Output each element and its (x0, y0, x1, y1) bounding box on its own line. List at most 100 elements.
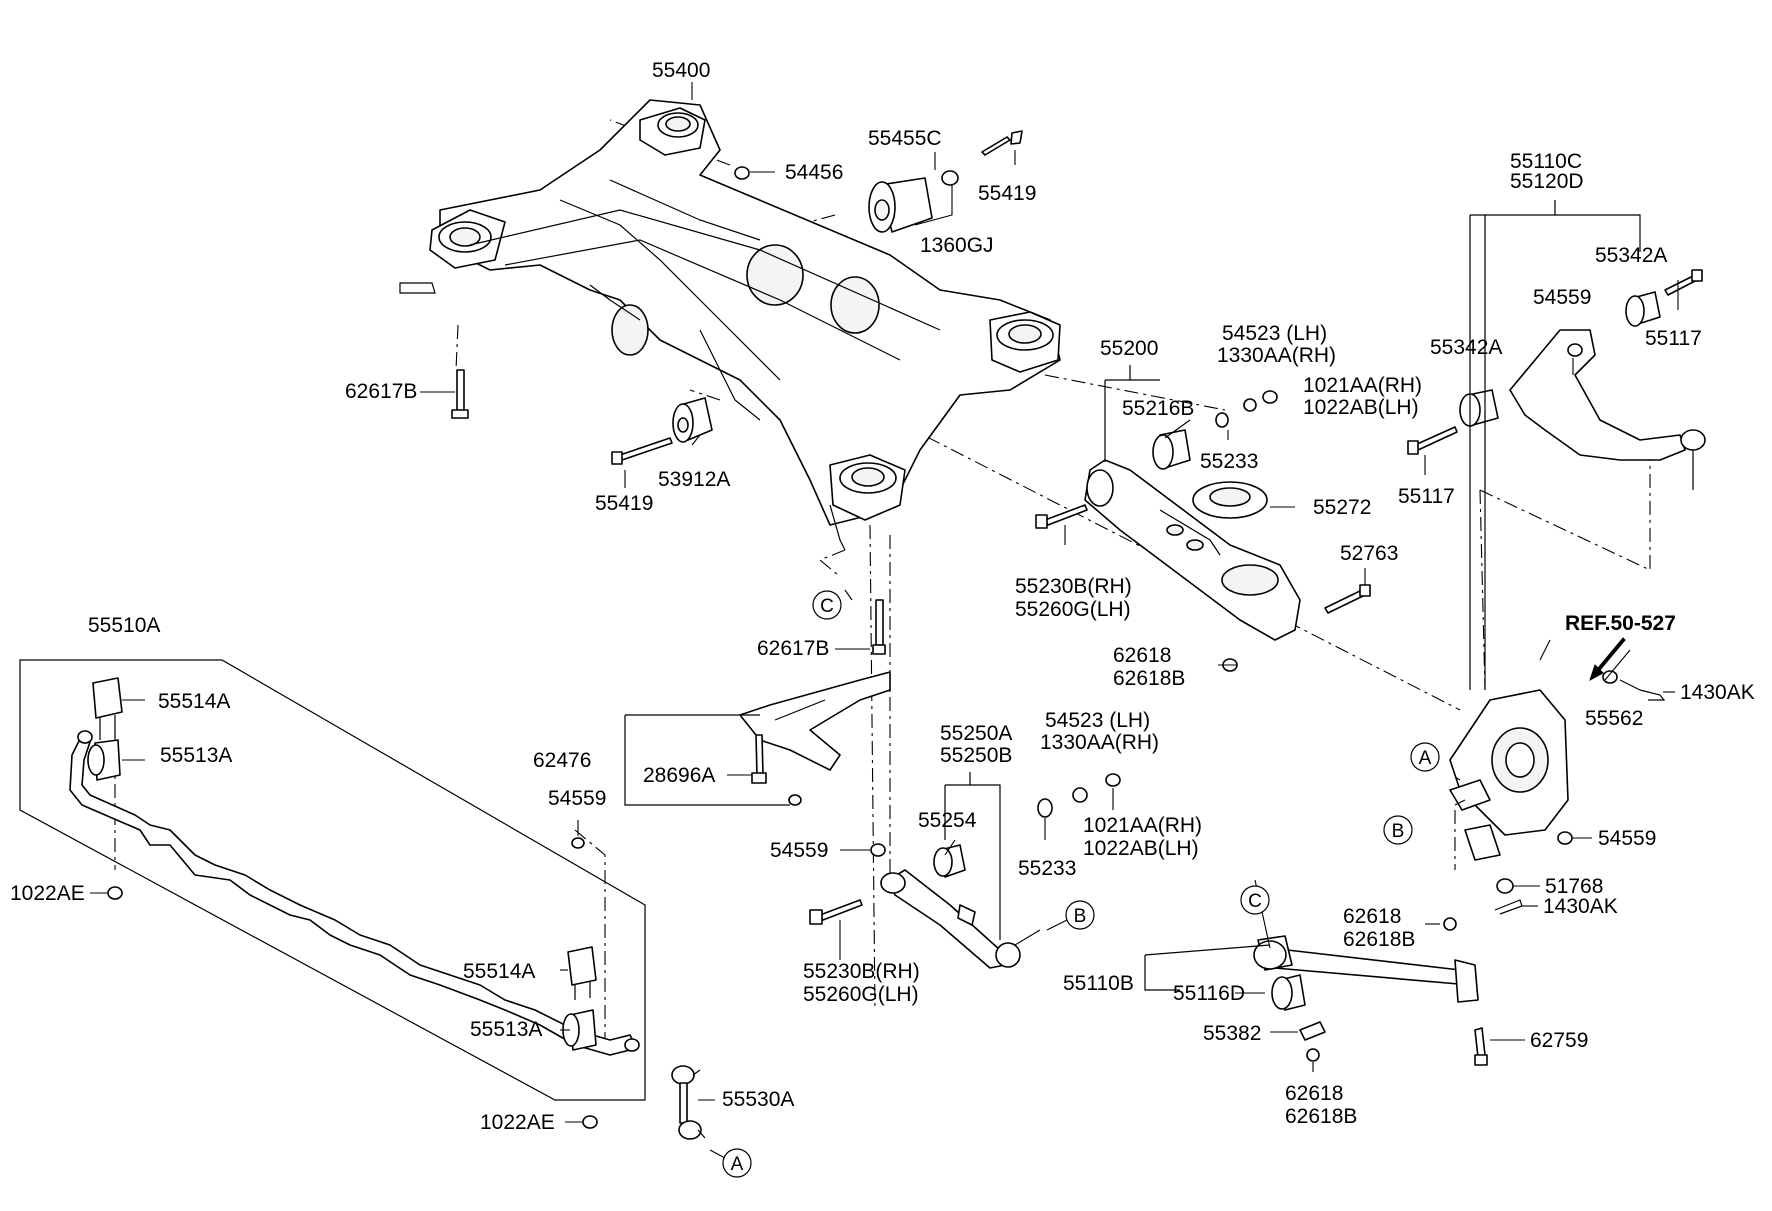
label-62617B-mid: 62617B (757, 637, 829, 660)
label-54456: 54456 (785, 161, 843, 184)
marker-a-knuckle: A (1410, 742, 1440, 772)
label-55120D: 55120D (1510, 170, 1584, 193)
bushing-55216B (1152, 429, 1191, 470)
label-1022AB-lh: 1022AB(LH) (1303, 396, 1419, 419)
label-55272: 55272 (1313, 496, 1371, 519)
nut-1021AA-top (1262, 390, 1278, 404)
label-62618-mid: 62618 (1113, 644, 1171, 667)
bushing-55342A-left (1459, 389, 1499, 427)
label-54559-bar: 54559 (548, 787, 606, 810)
label-28696A: 28696A (643, 764, 715, 787)
label-55117-left: 55117 (1398, 485, 1455, 508)
spring-seat-55272 (1192, 481, 1268, 519)
bushing-55116D (1271, 974, 1306, 1011)
label-55260G-lh-bot: 55260G(LH) (803, 983, 919, 1006)
arm-55250A (880, 869, 1021, 969)
label-54559-brace: 54559 (770, 839, 828, 862)
label-55342A-left: 55342A (1430, 336, 1502, 359)
nut-54456 (734, 166, 750, 180)
subframe-55400 (399, 99, 1061, 551)
washer-1360GJ (941, 170, 959, 186)
clamp-55514A-top (92, 677, 123, 740)
marker-c-arm-label: C (1248, 891, 1262, 912)
washer-55233-top (1215, 412, 1229, 428)
label-55342A-right: 55342A (1595, 244, 1667, 267)
lower-arm-55200 (1084, 459, 1301, 641)
label-55110B: 55110B (1063, 972, 1134, 995)
label-1022AE-left: 1022AE (10, 882, 85, 905)
label-1330AA-rh-2: 1330AA(RH) (1040, 731, 1159, 754)
label-62759: 62759 (1530, 1029, 1588, 1052)
label-1430AK-top: 1430AK (1680, 681, 1755, 704)
circle-markers: C C B B A A (709, 590, 1440, 1178)
label-55513A-top: 55513A (160, 744, 232, 767)
marker-c-subframe: C (812, 590, 842, 620)
box-55110B-group (1144, 944, 1271, 991)
label-1330AA-rh: 1330AA(RH) (1217, 344, 1336, 367)
part-icons (69, 130, 1706, 1140)
label-ref-50-527: REF.50-527 (1565, 612, 1676, 635)
nut-54559-top (1567, 343, 1583, 357)
label-55110C: 55110C (1510, 150, 1582, 173)
bolt-52763 (1324, 589, 1366, 614)
box-55110C-group (1469, 200, 1641, 690)
label-55510A: 55510A (88, 614, 160, 637)
label-55230B-rh-bot: 55230B(RH) (803, 960, 920, 983)
label-62618-low: 62618 (1343, 905, 1401, 928)
knuckle (1449, 689, 1569, 861)
label-55513A-bot: 55513A (470, 1018, 542, 1041)
marker-a-knuckle-label: A (1419, 748, 1432, 769)
nut-62618-bot (1306, 1048, 1320, 1062)
nut-54523-bot (1072, 787, 1088, 803)
bushing-55342A-right (1625, 291, 1661, 327)
label-54523-lh: 54523 (LH) (1222, 322, 1327, 345)
group-brackets (19, 200, 1641, 1101)
bracket-55382 (1299, 1021, 1326, 1041)
nut-1021AA-bot (1105, 773, 1121, 787)
label-62618-bot: 62618 (1285, 1082, 1343, 1105)
bolt-62759 (1474, 1027, 1486, 1058)
cotter-pin-1430AK-bottom (1494, 899, 1523, 915)
nut-54523-top (1243, 398, 1257, 412)
bushing-53912A (672, 397, 713, 443)
label-1022AB-lh-2: 1022AB(LH) (1083, 837, 1199, 860)
nut-54559-knuckle (1557, 831, 1573, 845)
bushing-55455C (868, 177, 933, 233)
label-55400: 55400 (652, 59, 710, 82)
marker-c-arm: C (1240, 885, 1270, 915)
nut-1022AE-left (107, 886, 123, 900)
leader-lines (90, 82, 1679, 1123)
label-62617B-left: 62617B (345, 380, 417, 403)
label-55233-top: 55233 (1200, 450, 1258, 473)
label-55562: 55562 (1585, 707, 1643, 730)
label-55230B-rh-top: 55230B(RH) (1015, 575, 1132, 598)
label-1430AK-bottom: 1430AK (1543, 895, 1618, 918)
marker-b-arm: B (1065, 900, 1095, 930)
label-1021AA-rh-2: 1021AA(RH) (1083, 814, 1202, 837)
bushing-55513A-top (87, 739, 121, 781)
marker-b-knuckle-label: B (1392, 821, 1405, 842)
stabilizer-bar-55510A (69, 730, 640, 1056)
label-55254: 55254 (918, 809, 977, 832)
box-55200-group (1104, 365, 1160, 462)
box-62476-group (624, 715, 790, 806)
nut-1022AE-bot (582, 1115, 598, 1129)
bolt-55419-top (981, 136, 1011, 156)
label-55200: 55200 (1100, 337, 1158, 360)
bolt-55230B-bot (819, 899, 863, 921)
label-1022AE-bot: 1022AE (480, 1111, 555, 1134)
nut-54559-brace (870, 843, 886, 857)
label-54523-lh-2: 54523 (LH) (1045, 709, 1150, 732)
arm-55110B (1253, 935, 1479, 1003)
label-55514A-top: 55514A (158, 690, 230, 713)
clamp-55514A-bot (567, 946, 597, 1000)
nut-55562 (1602, 670, 1618, 684)
bolt-55419-left (619, 437, 673, 461)
nut-51768 (1496, 878, 1514, 894)
label-55514A-bot: 55514A (463, 960, 535, 983)
label-55382: 55382 (1203, 1022, 1261, 1045)
label-62476: 62476 (533, 749, 591, 772)
label-55250A: 55250A (940, 722, 1012, 745)
bushing-55513A-bot (562, 1009, 597, 1051)
